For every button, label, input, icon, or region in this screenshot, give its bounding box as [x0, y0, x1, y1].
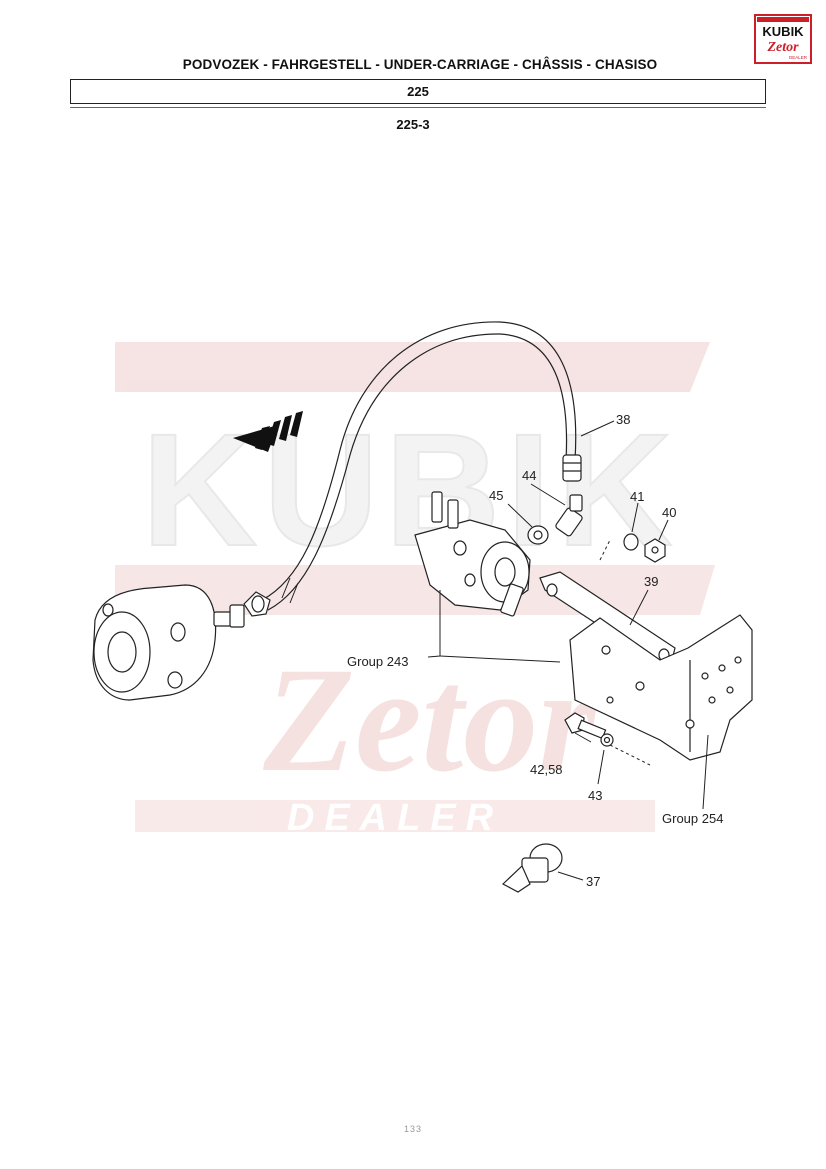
callout-37: 37: [586, 874, 600, 889]
leader-lines: [427, 420, 709, 881]
logo-brand-top: KUBIK: [762, 24, 804, 39]
callout-43: 43: [588, 788, 602, 803]
logo-brand-script: Zetor: [766, 40, 799, 55]
watermark-script: Zetor: [262, 637, 598, 803]
callout-38: 38: [616, 412, 630, 427]
watermark-sub: DEALER: [287, 797, 503, 839]
callout-41: 41: [630, 489, 644, 504]
callout-42-58: 42,58: [530, 762, 563, 777]
callout-40: 40: [662, 505, 676, 520]
frame-bracket-254: [569, 614, 753, 761]
bolt-and-washer: [564, 712, 614, 747]
logo-brand-sub: DEALER: [789, 55, 808, 60]
watermark-word: KUBIK: [142, 400, 679, 579]
page-title: PODVOZEK - FAHRGESTELL - UNDER-CARRIAGE …: [182, 57, 658, 72]
callout-45: 45: [489, 488, 503, 503]
watermark: KUBIK Zetor DEALER: [115, 342, 715, 839]
direction-arrow-icon: [233, 411, 303, 452]
page-number: 133: [403, 1124, 423, 1134]
kubik-zetor-logo: KUBIK Zetor DEALER: [754, 14, 812, 64]
small-parts: [527, 494, 666, 563]
hose-38: [261, 321, 577, 611]
callout-group-254: Group 254: [662, 811, 723, 826]
callout-44: 44: [522, 468, 536, 483]
brake-valve-assembly: [414, 491, 531, 617]
callout-39: 39: [644, 574, 658, 589]
callout-group-243: Group 243: [347, 654, 408, 669]
breather-part-37: [501, 843, 563, 893]
hose-end-fitting: [243, 454, 582, 617]
group-number-box: 225: [70, 79, 766, 104]
brake-cylinder-part: [92, 584, 245, 701]
header-divider: [70, 107, 766, 108]
subgroup-number: 225-3: [396, 117, 430, 132]
